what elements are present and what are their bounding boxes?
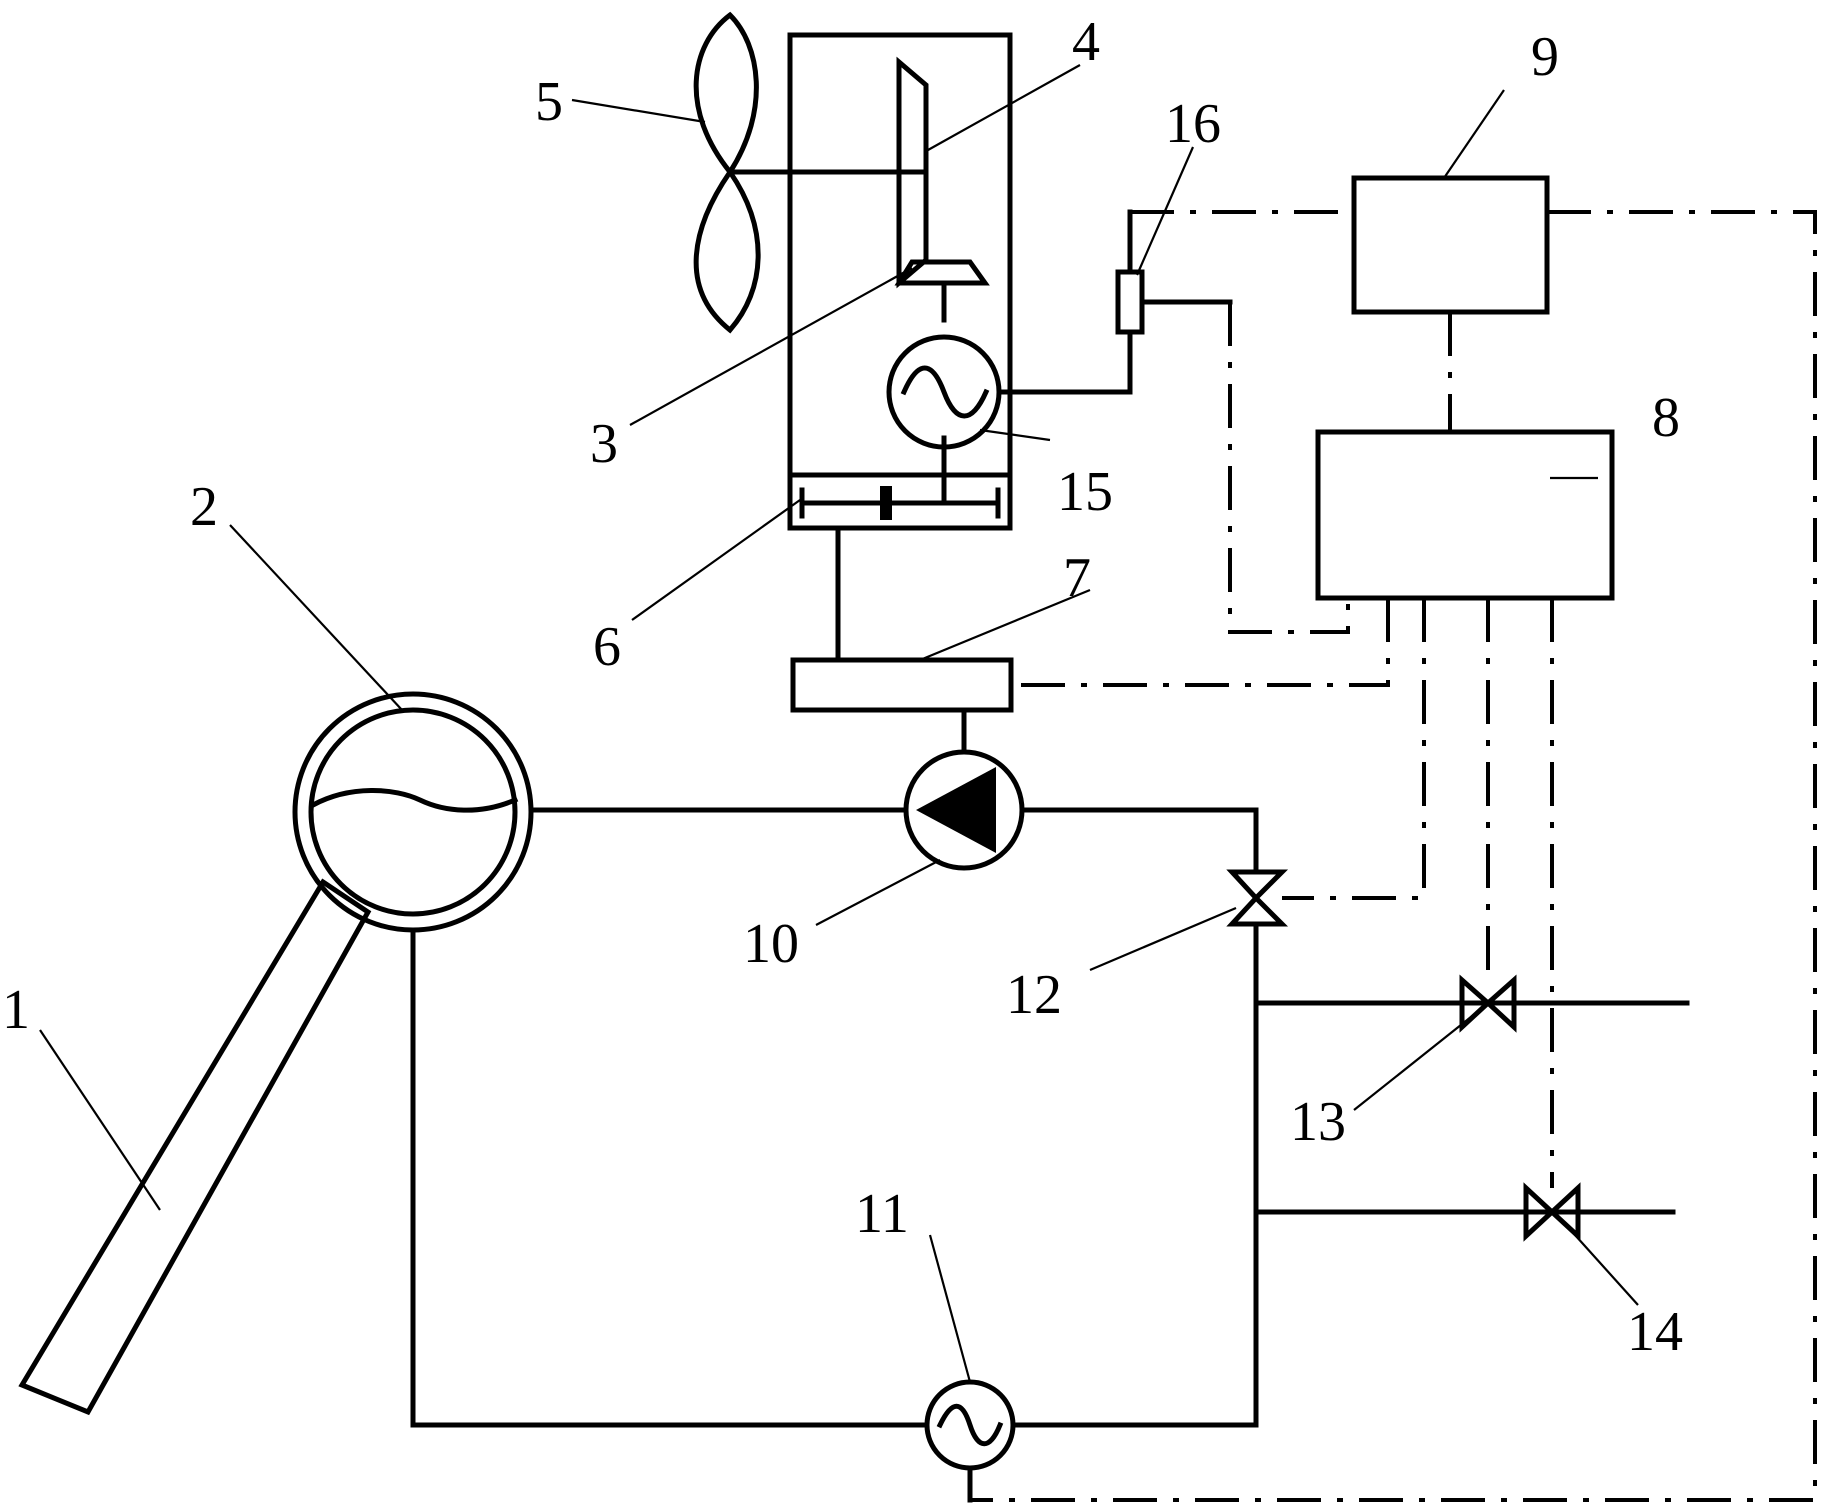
- label-12: 12: [1006, 964, 1062, 1026]
- component-labels: 1 2 3 4 5 6 7 8 9 10 11 12 13 14 15 16: [2, 11, 1683, 1363]
- label-16: 16: [1165, 93, 1221, 155]
- label-3: 3: [590, 413, 618, 475]
- control-box-9: [1351, 175, 1550, 315]
- water-pipes: [410, 807, 1690, 1428]
- label-15: 15: [1057, 461, 1113, 523]
- label-1: 1: [2, 979, 30, 1041]
- label-7: 7: [1063, 547, 1091, 609]
- label-11: 11: [855, 1183, 909, 1245]
- bevel-gear: [894, 259, 990, 323]
- label-4: 4: [1072, 11, 1100, 73]
- solar-collector-tube: [18, 878, 372, 1416]
- label-2: 2: [190, 476, 218, 538]
- label-9: 9: [1531, 26, 1559, 88]
- coupling-unit: [790, 525, 1014, 713]
- controller-8: [1315, 429, 1615, 601]
- valve-14: [1523, 1182, 1581, 1242]
- label-10: 10: [743, 913, 799, 975]
- sensor: [997, 209, 1233, 395]
- valve-12: [1226, 869, 1289, 927]
- label-5: 5: [535, 71, 563, 133]
- signal-lines: [970, 210, 1817, 1502]
- storage-tank: [292, 691, 534, 933]
- label-8: 8: [1652, 387, 1680, 449]
- label-6: 6: [593, 616, 621, 678]
- label-13: 13: [1290, 1091, 1346, 1153]
- label-14: 14: [1627, 1301, 1683, 1363]
- leader-lines: [39, 64, 1639, 1383]
- wind-rotor: [693, 11, 761, 334]
- auxiliary-heater: [924, 1379, 1016, 1503]
- circulation-pump: [903, 712, 1025, 871]
